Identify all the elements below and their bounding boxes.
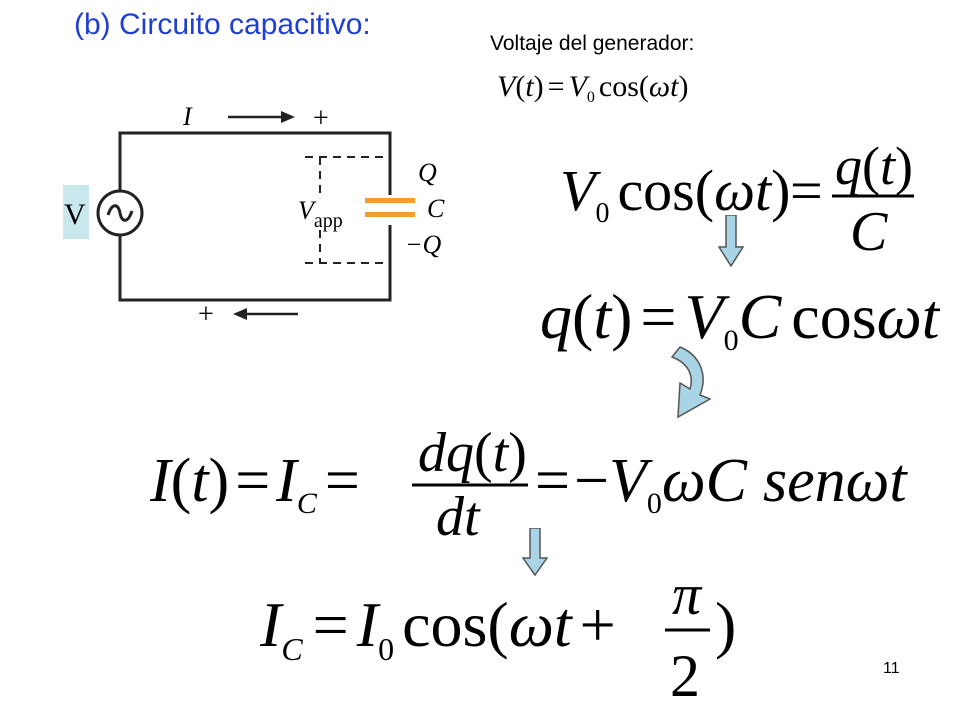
svg-text:π: π xyxy=(672,562,703,627)
page-number: 11 xyxy=(883,660,900,677)
svg-text:I(t)=IC=: I(t)=IC= xyxy=(150,447,360,520)
slide-title: (b) Circuito capacitivo: xyxy=(74,8,371,41)
svg-text:): ) xyxy=(715,589,736,660)
generator-voltage-label: Voltaje del generador: xyxy=(490,32,695,55)
source-label: V xyxy=(64,198,86,231)
vapp-label: Vapp xyxy=(298,196,343,232)
charge-positive: Q xyxy=(418,158,437,187)
source-label-box xyxy=(63,185,89,239)
plus-top: + xyxy=(313,103,329,134)
vapp-bracket xyxy=(305,156,385,264)
svg-text:q(t): q(t) xyxy=(835,136,913,196)
down-arrow-2 xyxy=(522,528,548,576)
capacitor-plate-bottom xyxy=(365,212,415,217)
return-arrow-left xyxy=(233,308,247,320)
down-arrow-1 xyxy=(718,215,744,267)
capacitive-circuit-diagram: V I + + Q C −Q Vapp xyxy=(63,102,445,330)
svg-text:dq(t): dq(t) xyxy=(418,422,527,484)
charge-negative: −Q xyxy=(405,230,442,259)
svg-text:dt: dt xyxy=(436,486,481,545)
svg-text:2: 2 xyxy=(670,643,700,706)
circuit-wires xyxy=(118,131,392,302)
current-arrow-right xyxy=(281,111,295,123)
capacitor-plate-top xyxy=(365,198,415,203)
curved-arrow xyxy=(670,346,712,419)
plus-bottom: + xyxy=(198,299,214,330)
capacitor-label: C xyxy=(427,194,445,223)
svg-text:C: C xyxy=(850,201,888,260)
svg-text:=: = xyxy=(790,158,823,223)
current-label: I xyxy=(182,102,193,131)
